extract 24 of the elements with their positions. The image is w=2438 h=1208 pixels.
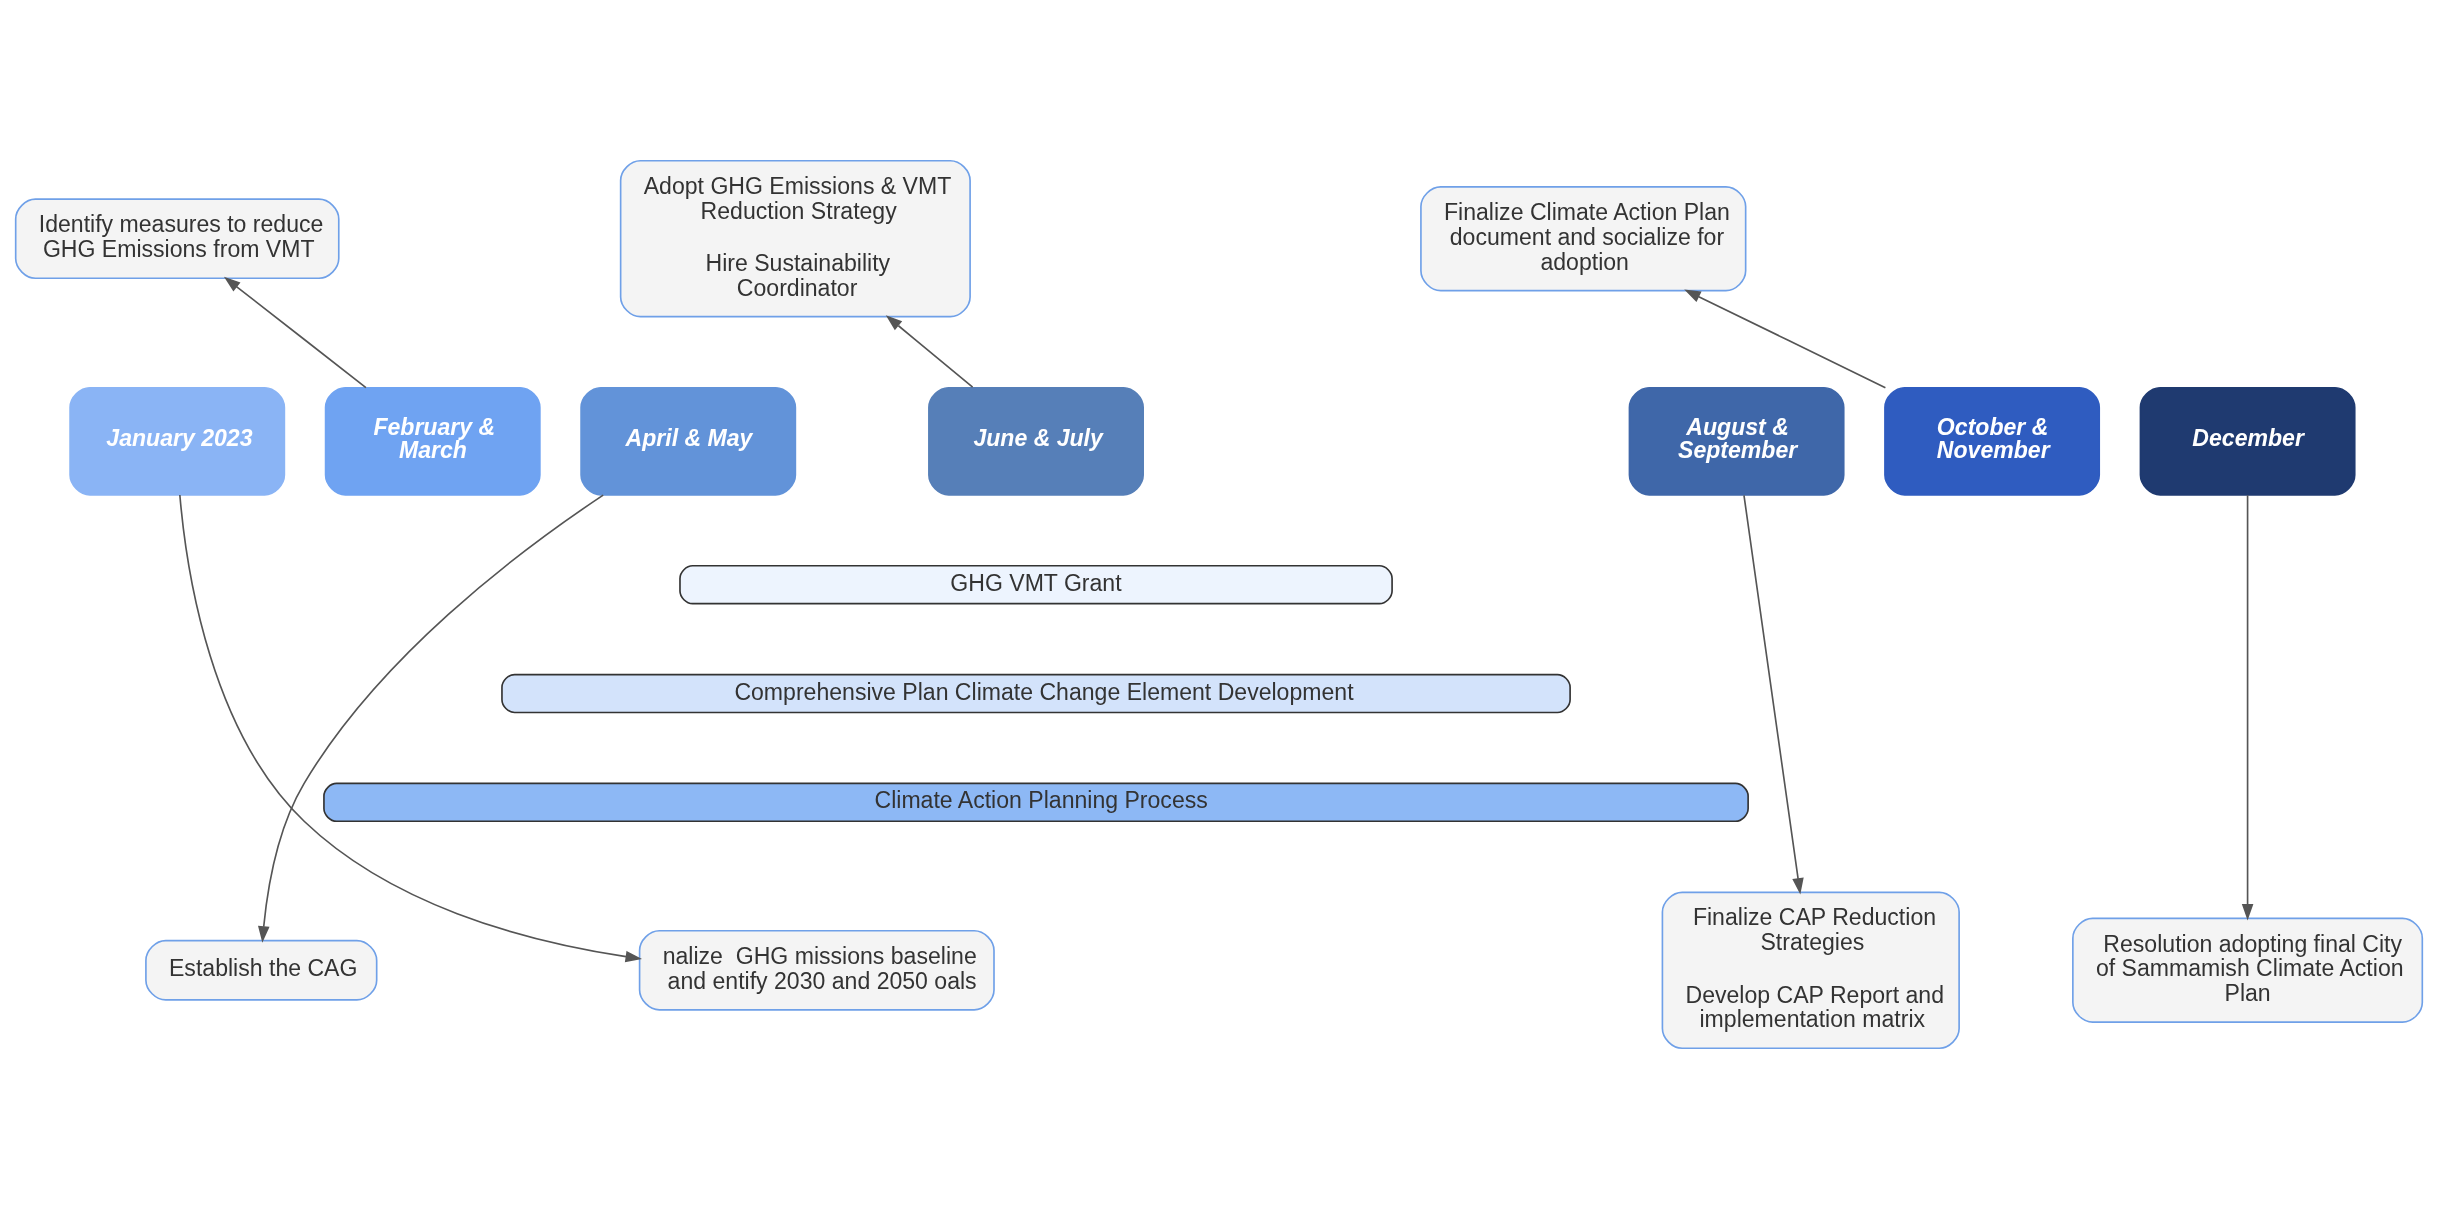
node-box: Finalize Climate Action Plan document and socialize for adoption [1420,185,1747,291]
arrow [885,314,974,388]
node-box: Identify measures to reduce GHG Emissions from VMT [14,197,340,279]
node-box: Adopt GHG Emissions & VMT Reduction Strategy Hire Sustainability Coordinator [619,159,971,317]
node-box: GHG VMT Grant [679,564,1393,604]
arrow [2241,493,2254,921]
arrow [179,493,643,962]
node-box: April & May [580,386,797,496]
arrow [258,493,604,943]
node-box: August & September [1628,386,1845,496]
arrow [1743,493,1804,895]
arrow [1684,289,1887,388]
node-box: Comprehensive Plan Climate Change Element Development [501,673,1571,713]
node-box: February & March [324,386,541,496]
node-box: January 2023 [69,386,286,496]
node-box: October & November [1884,386,2101,496]
node-box: Resolution adopting final City of Sammamish Climate Action Plan [2072,917,2424,1023]
node-box: Climate Action Planning Process [323,782,1749,822]
node-box: June & July [928,386,1144,496]
node-box: nalize GHG missions baseline and entify 2030 and 2050 oals [638,929,995,1011]
node-box: December [2139,386,2356,496]
arrow [223,276,367,388]
node-box: Establish the CAG [145,939,378,1001]
node-box: Finalize CAP Reduction Strategies Develop CAP Report and implementation matrix [1661,891,1960,1049]
